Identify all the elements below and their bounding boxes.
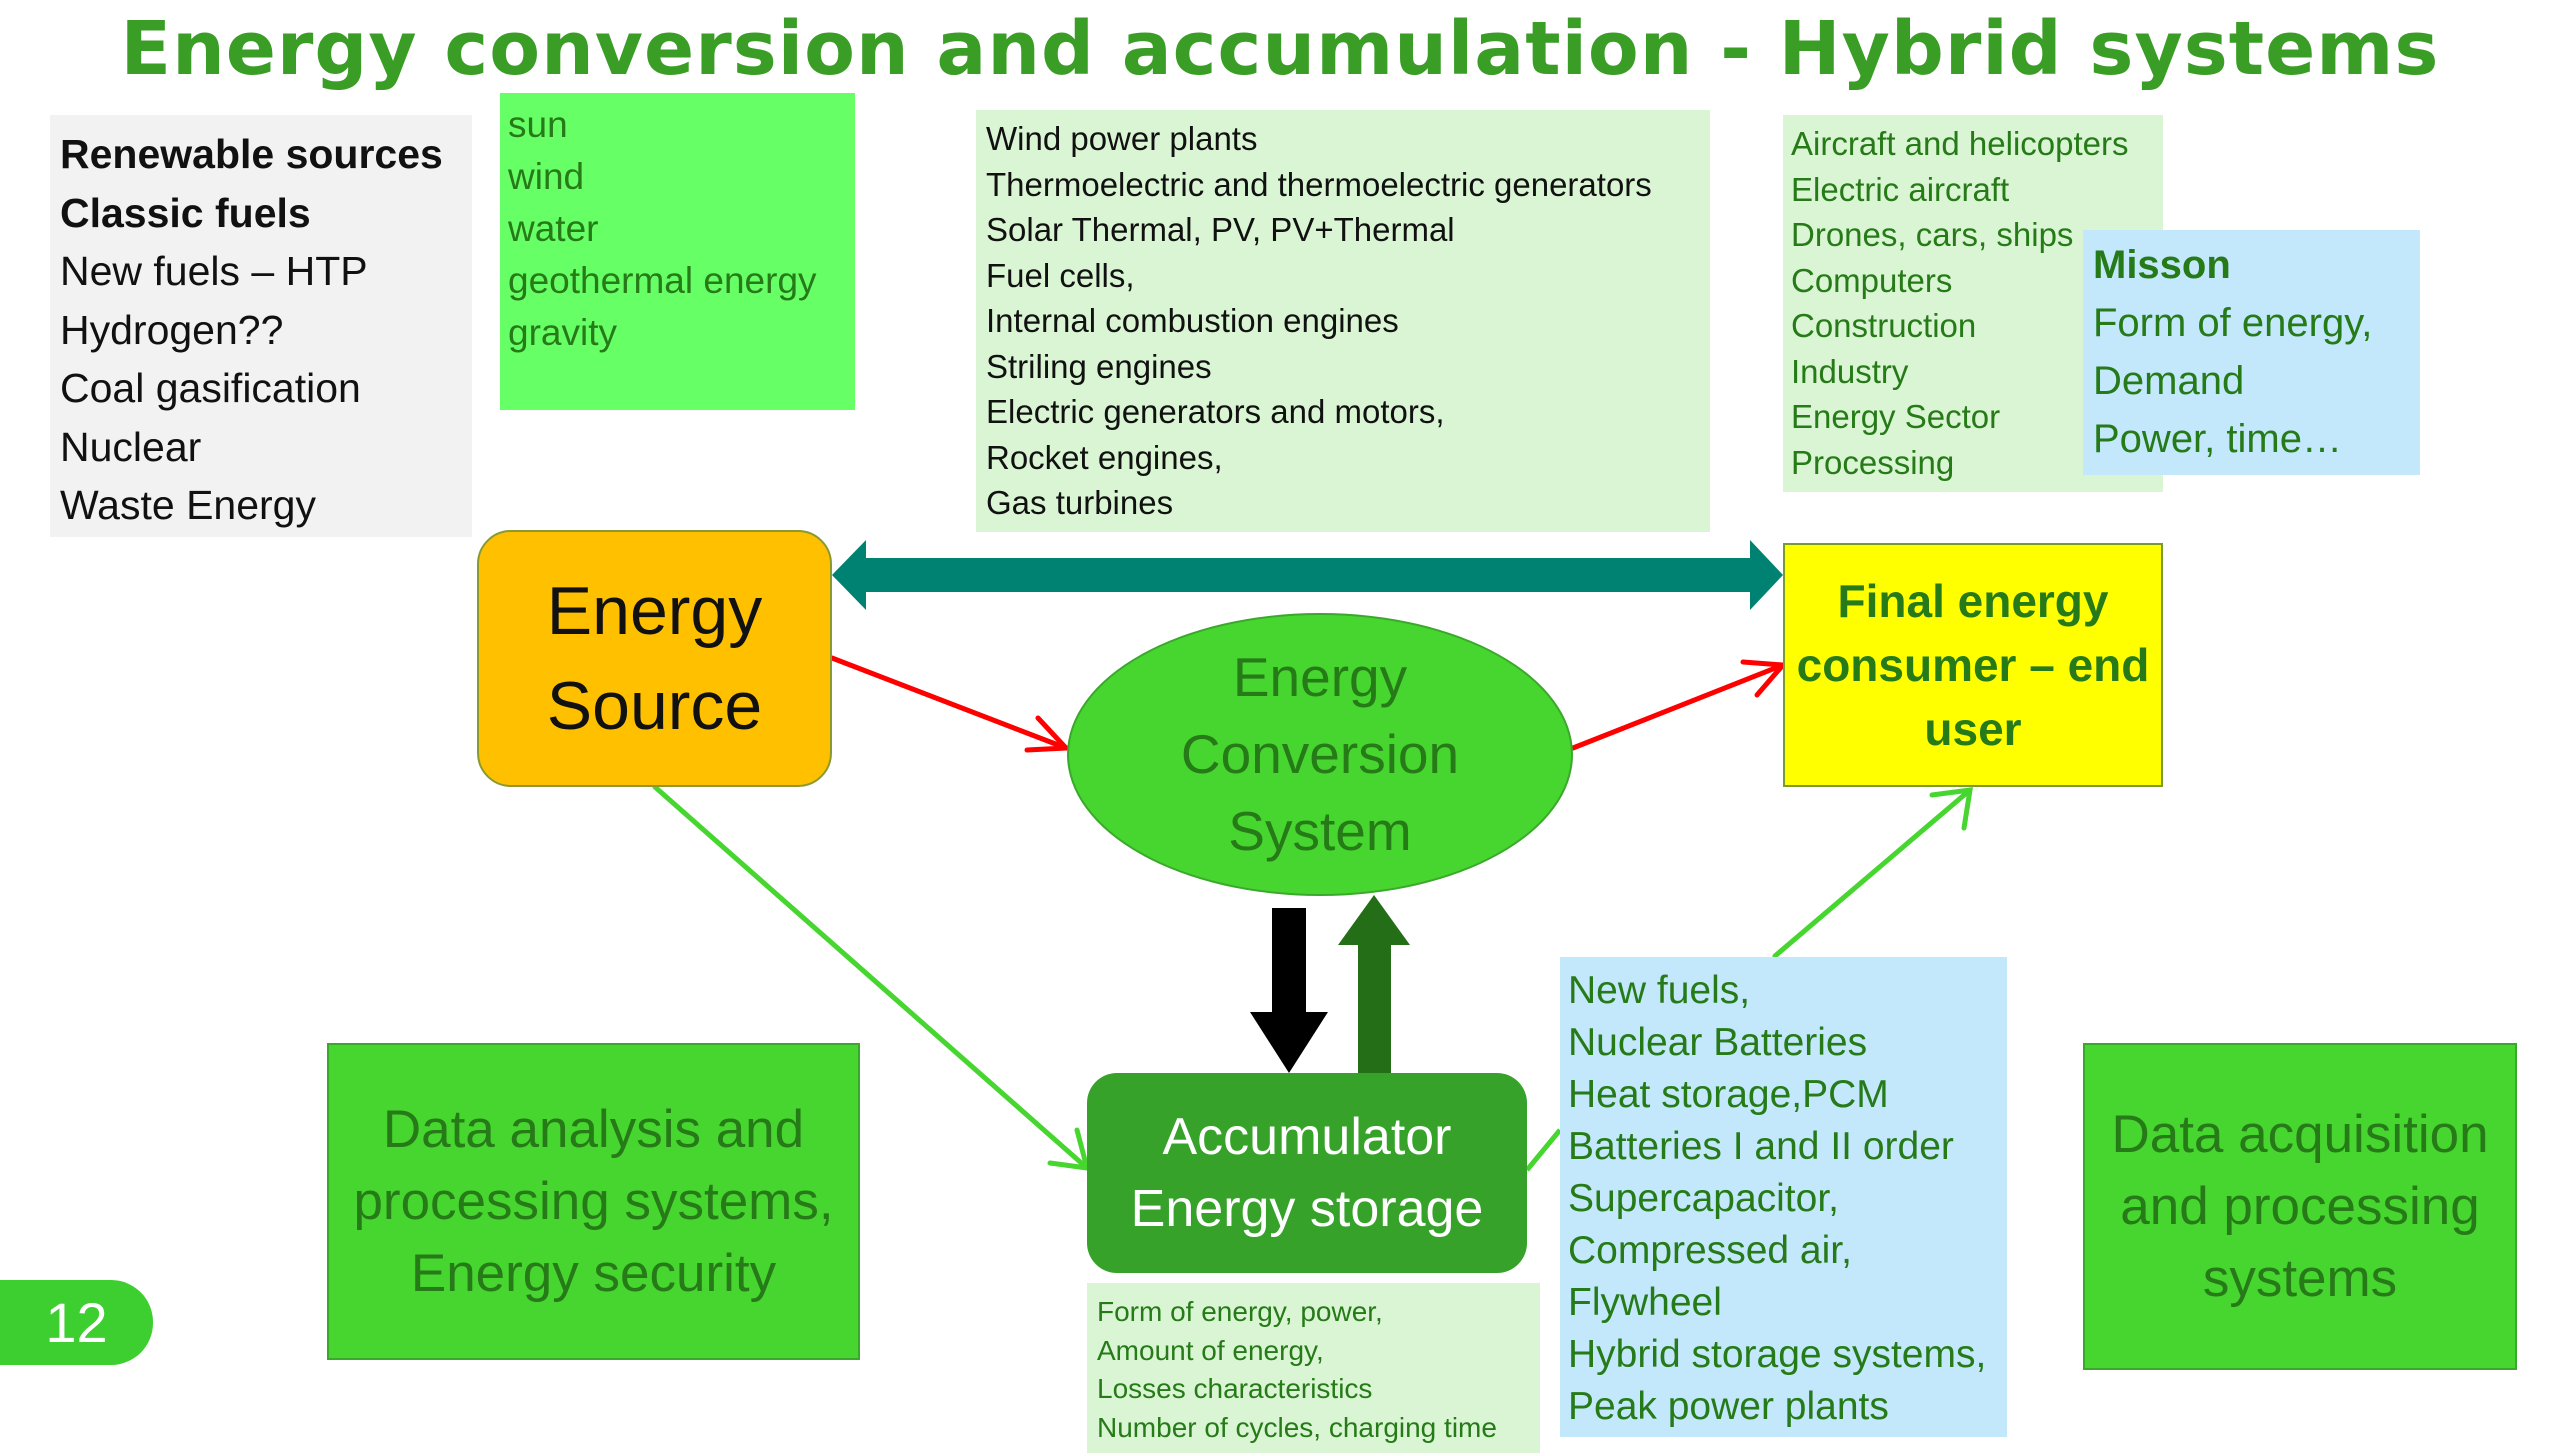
node-label-line: System bbox=[1228, 800, 1412, 862]
list-item: Industry bbox=[1791, 352, 1909, 390]
list-item: Waste Energy bbox=[60, 482, 316, 528]
list-item: Aircraft and helicopters bbox=[1791, 125, 2129, 162]
mission-heading: Misson bbox=[2093, 243, 2231, 287]
arrow-accumulator-to-conversion bbox=[1338, 895, 1410, 1083]
node-label-line: user bbox=[1924, 703, 2022, 755]
list-item: Thermoelectric and thermoelectric genera… bbox=[986, 165, 1652, 203]
node-label-line: Energy storage bbox=[1130, 1180, 1484, 1238]
list-item: Supercapacitor, bbox=[1568, 1177, 1840, 1220]
energy-sources-list: Renewable sources Classic fuels New fuel… bbox=[50, 115, 472, 537]
node-label-line: Source bbox=[546, 667, 763, 744]
list-item: Compressed air, bbox=[1568, 1229, 1852, 1272]
conversion-technologies-list: Wind power plants Thermoelectric and the… bbox=[976, 110, 1710, 532]
list-item: Computers bbox=[1791, 261, 1953, 299]
list-item: Form of energy, power, bbox=[1097, 1296, 1383, 1327]
list-item: Solar Thermal, PV, PV+Thermal bbox=[986, 211, 1455, 248]
list-item: Peak power plants bbox=[1568, 1385, 1889, 1428]
arrow-source-to-conversion bbox=[829, 655, 1072, 753]
arrow-conversion-to-accumulator bbox=[1250, 908, 1328, 1073]
list-item: gravity bbox=[508, 312, 617, 353]
list-item: Processing bbox=[1791, 443, 1955, 481]
list-item: Energy Sector bbox=[1791, 398, 2001, 435]
list-item: geothermal energy bbox=[508, 260, 817, 301]
data-acquisition-node: Data acquisition and processing systems bbox=[2083, 1043, 2517, 1370]
node-label-line: Energy security bbox=[410, 1243, 777, 1303]
node-label-line: Conversion bbox=[1180, 723, 1460, 785]
list-item: Power, time… bbox=[2093, 417, 2342, 461]
list-item: wind bbox=[508, 156, 585, 197]
mission-box: Misson Form of energy, Demand Power, tim… bbox=[2083, 230, 2420, 475]
node-label-line: Accumulator bbox=[1162, 1108, 1452, 1166]
list-item: Wind power plants bbox=[986, 120, 1258, 157]
node-label-line: Energy bbox=[546, 572, 763, 649]
list-item: Coal gasification bbox=[60, 365, 361, 411]
connector-accumulator-storage bbox=[1525, 1128, 1562, 1172]
slide-title: Energy conversion and accumulation - Hyb… bbox=[120, 6, 2440, 92]
list-item: Drones, cars, ships bbox=[1791, 216, 2074, 253]
list-item: Electric generators and motors, bbox=[986, 393, 1445, 430]
accumulator-node: Accumulator Energy storage bbox=[1087, 1073, 1527, 1273]
list-item: Batteries I and II order bbox=[1568, 1125, 1954, 1168]
list-item: Nuclear bbox=[60, 423, 202, 470]
list-item: sun bbox=[508, 104, 568, 145]
list-item: Classic fuels bbox=[60, 189, 311, 236]
list-item: Demand bbox=[2093, 359, 2245, 403]
node-label-line: consumer – end bbox=[1796, 639, 2150, 691]
slide-number-badge: 12 bbox=[0, 1280, 153, 1365]
node-label-line: and processing bbox=[2120, 1176, 2480, 1236]
node-label-line: systems bbox=[2202, 1248, 2398, 1308]
list-item: Renewable sources bbox=[60, 131, 443, 177]
list-item: Gas turbines bbox=[986, 484, 1174, 521]
storage-types-list: New fuels, Nuclear Batteries Heat storag… bbox=[1560, 957, 2007, 1437]
list-item: water bbox=[508, 208, 599, 249]
list-item: Fuel cells, bbox=[986, 256, 1135, 294]
list-item: Striling engines bbox=[986, 347, 1212, 385]
list-item: Hybrid storage systems, bbox=[1568, 1333, 1987, 1376]
list-item: Number of cycles, charging time bbox=[1097, 1411, 1497, 1443]
arrow-storage-to-consumer bbox=[1772, 787, 1973, 959]
list-item: Losses characteristics bbox=[1097, 1373, 1373, 1404]
renewables-list: sun wind water geothermal energy gravity bbox=[500, 93, 855, 410]
final-consumer-node: Final energy consumer – end user bbox=[1783, 543, 2163, 787]
list-item: Form of energy, bbox=[2093, 301, 2373, 345]
list-item: Rocket engines, bbox=[986, 438, 1223, 476]
list-item: Heat storage,PCM bbox=[1568, 1073, 1889, 1116]
node-label-line: Data acquisition bbox=[2111, 1104, 2489, 1164]
list-item: Nuclear Batteries bbox=[1568, 1021, 1868, 1064]
list-item: New fuels, bbox=[1568, 969, 1751, 1012]
list-item: Electric aircraft bbox=[1791, 170, 2010, 208]
list-item: Flywheel bbox=[1568, 1281, 1722, 1324]
node-label-line: processing systems, bbox=[353, 1171, 834, 1231]
data-analysis-node: Data analysis and processing systems, En… bbox=[327, 1043, 860, 1360]
energy-source-node: Energy Source bbox=[477, 530, 832, 787]
arrow-conversion-to-consumer bbox=[1570, 659, 1789, 751]
list-item: Hydrogen?? bbox=[60, 306, 284, 353]
double-arrow-source-consumer bbox=[832, 540, 1783, 610]
list-item: Internal combustion engines bbox=[986, 302, 1399, 339]
list-item: Amount of energy, bbox=[1097, 1334, 1324, 1366]
node-label-line: Energy bbox=[1232, 646, 1408, 708]
node-label-line: Final energy bbox=[1837, 575, 2109, 627]
accumulator-properties-list: Form of energy, power, Amount of energy,… bbox=[1087, 1283, 1540, 1453]
energy-conversion-system-node: Energy Conversion System bbox=[1067, 613, 1573, 896]
node-label-line: Data analysis and bbox=[382, 1099, 805, 1159]
list-item: Construction bbox=[1791, 307, 1977, 344]
list-item: New fuels – HTP bbox=[60, 248, 368, 294]
